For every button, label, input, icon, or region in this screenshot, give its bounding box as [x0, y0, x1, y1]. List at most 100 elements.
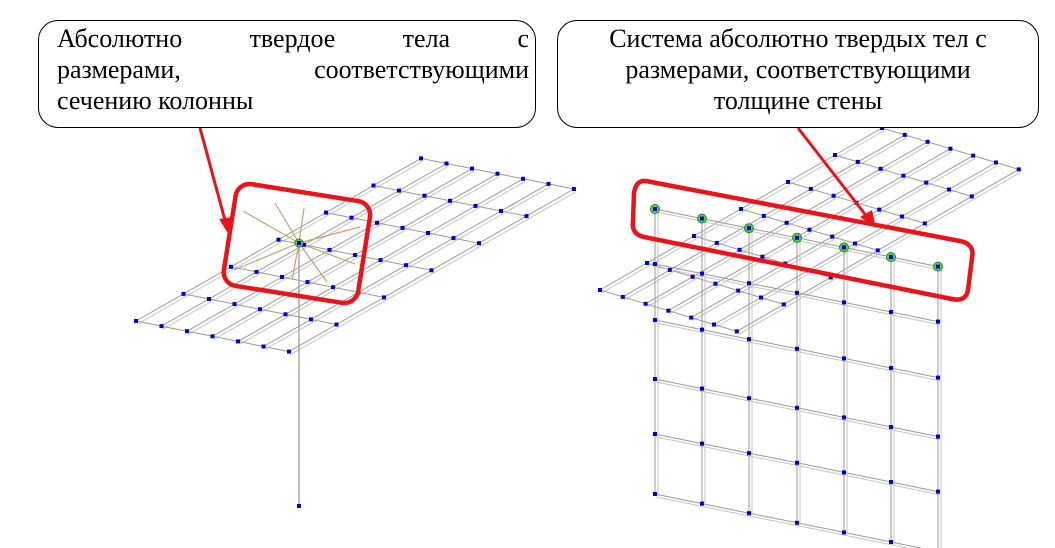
mesh-edge	[286, 289, 335, 318]
slab-node	[947, 187, 951, 192]
wall-edge	[890, 256, 939, 268]
wall-node	[653, 432, 657, 436]
slab-node	[382, 295, 386, 300]
mesh-edge	[903, 148, 951, 177]
mesh-edge	[522, 178, 549, 185]
mesh-edge	[478, 215, 527, 244]
wall-node	[653, 492, 657, 496]
mesh-edge	[834, 127, 883, 156]
slab-node	[667, 267, 672, 272]
slab-node	[524, 214, 529, 219]
slab-node	[371, 183, 376, 188]
slab-node	[948, 146, 953, 151]
mesh-edge	[234, 303, 261, 310]
wall-edge	[843, 246, 892, 258]
slab-node	[429, 268, 434, 273]
mesh-edge	[405, 237, 454, 266]
mesh-edge	[329, 249, 356, 256]
mesh-edge	[332, 259, 381, 288]
mesh-edge	[308, 257, 357, 286]
wall-edge	[890, 426, 939, 438]
wall-node	[700, 501, 704, 506]
leader-arrow-column	[198, 127, 228, 225]
slab-node	[236, 339, 240, 344]
mesh-edge	[690, 290, 739, 319]
mesh-edge	[763, 188, 812, 217]
mesh-edge	[739, 249, 763, 258]
mesh-edge	[832, 236, 856, 244]
arrowhead	[860, 210, 876, 228]
slab-node	[207, 297, 211, 301]
rigid-body-link	[274, 202, 300, 244]
wall-edge	[750, 455, 799, 467]
mesh-edge	[715, 283, 739, 292]
wall-edge	[656, 211, 704, 223]
mesh-edge	[454, 213, 503, 242]
mesh-edge	[691, 317, 715, 325]
wall-edge	[796, 522, 845, 533]
slab-node	[261, 344, 266, 349]
slab-node	[902, 132, 907, 137]
wall-edge	[701, 503, 750, 514]
slab-node	[831, 193, 836, 198]
column-highlight-box	[221, 181, 373, 306]
wall-node	[653, 377, 657, 381]
mesh-edge	[948, 189, 972, 197]
mesh-edge	[256, 244, 305, 273]
mesh-edge	[407, 240, 456, 269]
slab-node	[994, 160, 998, 165]
wall-node	[747, 281, 751, 286]
wall-edge	[654, 493, 703, 505]
mesh-edge	[281, 249, 330, 278]
wall-node	[795, 460, 799, 465]
slab-node	[760, 254, 765, 259]
wall-node	[795, 346, 799, 351]
mesh-edge	[303, 244, 330, 251]
mesh-edge	[715, 300, 763, 328]
mesh-edge	[500, 183, 549, 212]
mesh-edge	[235, 279, 284, 308]
wall-edge	[845, 534, 893, 546]
wall-edge	[654, 319, 703, 331]
wall-node	[842, 415, 846, 420]
wall-node	[889, 310, 893, 314]
wall-edge	[750, 341, 799, 353]
mesh-edge	[668, 310, 692, 319]
mesh-edge	[427, 232, 454, 239]
slab-node	[690, 274, 695, 279]
slab-node	[784, 220, 789, 225]
slab-node	[495, 171, 500, 176]
mesh-edge	[716, 242, 740, 251]
wall-edge	[890, 367, 939, 379]
mesh-edge	[713, 324, 737, 332]
mesh-edge	[264, 321, 313, 350]
wall-edge	[843, 531, 892, 543]
mesh-edge	[303, 217, 352, 246]
wall-edge	[890, 481, 939, 493]
mesh-edge	[263, 346, 290, 353]
wall-edge	[748, 512, 798, 524]
mesh-edge	[188, 306, 237, 335]
mesh-edge	[381, 235, 430, 264]
mesh-edge	[833, 195, 857, 204]
mesh-edge	[161, 298, 210, 327]
wall-top-node	[936, 264, 940, 269]
mesh-edge	[325, 212, 352, 219]
callout-wall-rigid-bodies: Система абсолютно твердых тел с размерам…	[557, 20, 1039, 128]
mesh-edge	[256, 271, 283, 278]
mesh-edge	[762, 273, 810, 301]
slab-node	[901, 173, 906, 178]
mesh-edge	[692, 276, 716, 285]
mesh-edge	[880, 141, 928, 170]
mesh-edge	[431, 242, 480, 271]
mesh-edge	[337, 299, 386, 328]
callout-line-1: Система абсолютно твердых тел с	[609, 24, 987, 53]
mesh-edge	[668, 283, 716, 312]
wall-edge	[798, 240, 846, 251]
mesh-edge	[599, 262, 648, 291]
slab-node	[422, 193, 427, 198]
mesh-edge	[354, 254, 381, 261]
wall-edge	[892, 484, 940, 496]
mesh-edge	[332, 286, 359, 293]
mesh-edge	[279, 215, 328, 244]
